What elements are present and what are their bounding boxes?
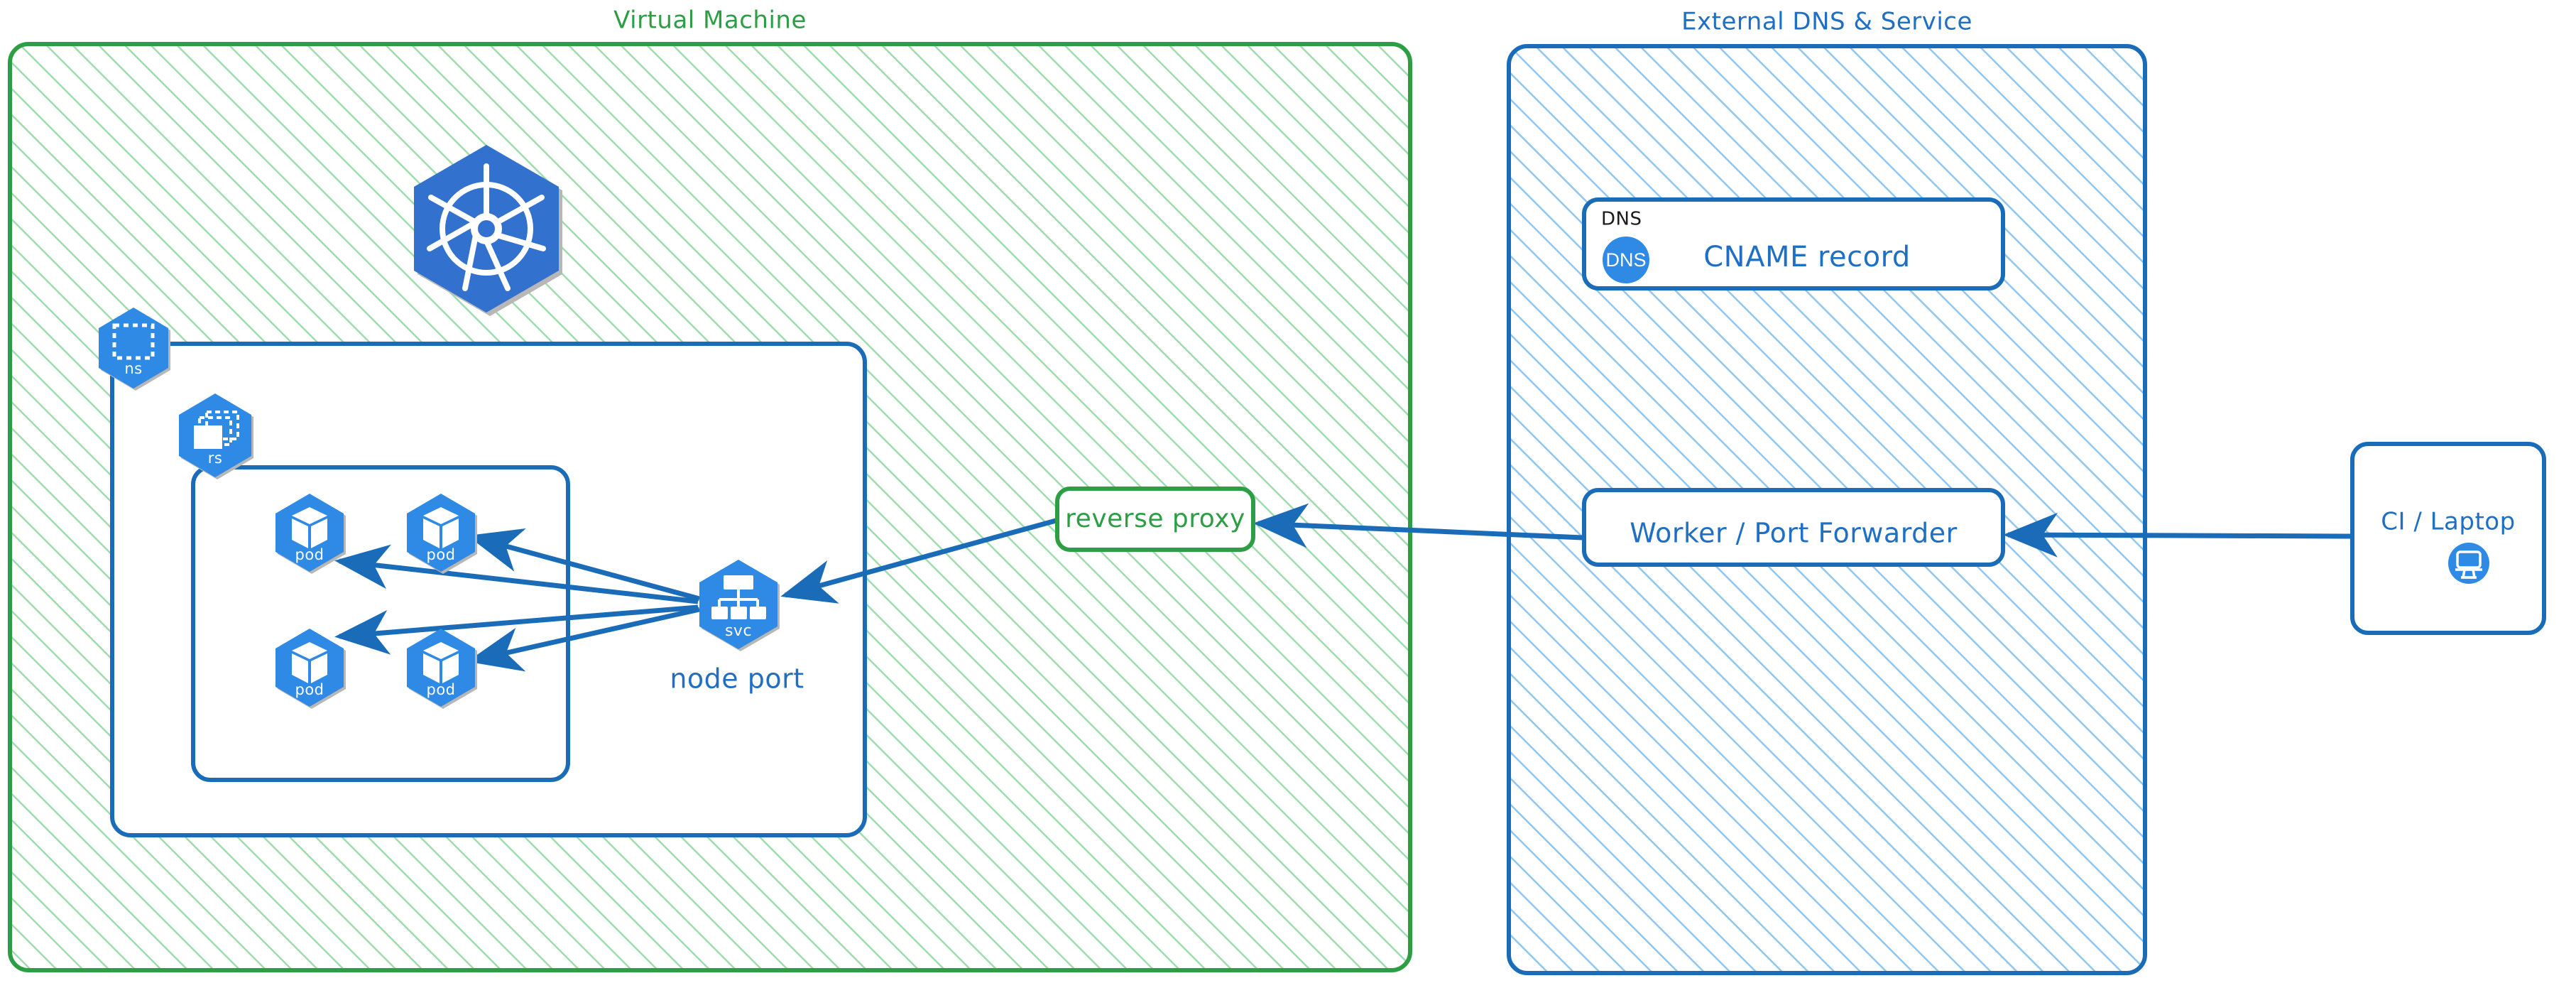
worker-port-forwarder-label: Worker / Port Forwarder xyxy=(1630,518,1958,549)
ci-laptop-box-rect[interactable] xyxy=(2350,442,2546,635)
service-node-label: svc xyxy=(725,622,752,640)
pod-4-label: pod xyxy=(426,681,455,698)
cname-record-box-rect[interactable] xyxy=(1582,197,2005,290)
worker-port-forwarder-box-rect[interactable] xyxy=(1582,488,2005,567)
kubernetes-logo xyxy=(414,145,562,316)
pod-cube-icon xyxy=(275,629,344,707)
namespace-badge: ns xyxy=(99,308,170,391)
arrow-svc-to-pod-1 xyxy=(334,544,699,604)
pod-cube-icon xyxy=(275,494,344,572)
ci-laptop-label: CI / Laptop xyxy=(2381,508,2515,536)
arrow-worker-to-reverse-proxy xyxy=(1253,503,1583,548)
arrow-reverse-proxy-to-svc xyxy=(780,518,1057,604)
arrow-svc-to-pod-2 xyxy=(467,528,700,602)
cname-record-label: CNAME record xyxy=(1703,241,1911,273)
node-port-label: node port xyxy=(670,663,804,695)
cname-record-box[interactable]: DNS DNS CNAME record xyxy=(1582,197,2005,290)
external-dns-service-title: External DNS & Service xyxy=(1681,8,1972,36)
arrow-svc-to-pod-4 xyxy=(467,607,700,672)
pod-3-label: pod xyxy=(295,681,324,698)
ci-laptop-box[interactable]: CI / Laptop xyxy=(2350,442,2546,635)
pod-1: pod xyxy=(275,494,346,574)
desktop-monitor-icon xyxy=(2448,543,2489,584)
replicaset-badge-label: rs xyxy=(208,450,223,467)
pod-4: pod xyxy=(407,629,477,709)
pod-cube-icon xyxy=(407,629,475,707)
dns-circle-icon-text: DNS xyxy=(1605,249,1646,271)
pod-cube-icon xyxy=(407,494,475,572)
reverse-proxy-box[interactable]: reverse proxy xyxy=(1055,487,1255,552)
arrow-svc-to-pod-3 xyxy=(334,604,699,655)
pod-2-label: pod xyxy=(426,546,455,563)
arrow-layer xyxy=(334,503,2352,672)
worker-port-forwarder-box[interactable]: Worker / Port Forwarder xyxy=(1582,488,2005,567)
reverse-proxy-label: reverse proxy xyxy=(1065,504,1245,533)
pod-2: pod xyxy=(407,494,477,574)
namespace-badge-label: ns xyxy=(124,360,142,377)
arrow-ci-laptop-to-worker xyxy=(2003,512,2352,558)
cname-record-type-label: DNS xyxy=(1601,209,1642,230)
dns-circle-icon xyxy=(1603,237,1649,283)
virtual-machine-title: Virtual Machine xyxy=(613,6,807,35)
pod-3: pod xyxy=(275,629,346,709)
reverse-proxy-box-rect[interactable] xyxy=(1055,487,1255,552)
kubernetes-wheel-icon xyxy=(414,145,559,313)
service-node: svc xyxy=(699,560,780,651)
pod-1-label: pod xyxy=(295,546,324,563)
replicaset-badge: rs xyxy=(179,393,253,479)
